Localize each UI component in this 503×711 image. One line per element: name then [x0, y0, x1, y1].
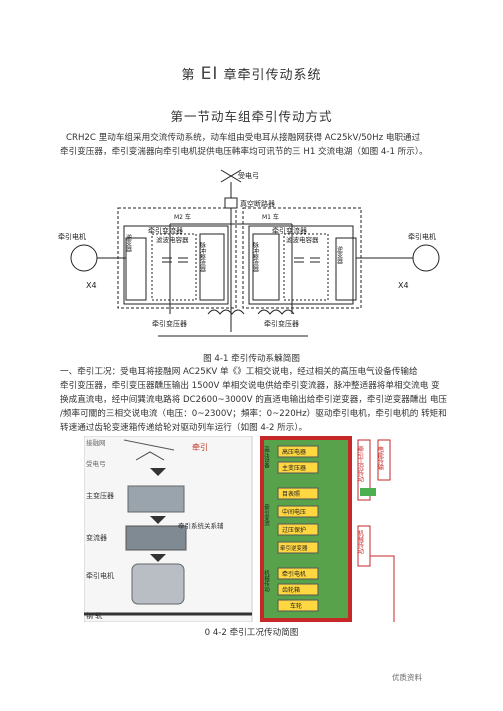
pantograph-icon — [220, 169, 242, 183]
body-line-2: 牵引变压器，牵引变压器醺压输出 1500V 单相交说电供给牵引变流器，脉冲整适器… — [60, 381, 440, 391]
motor-left-label: 牵引电机 — [58, 232, 86, 241]
flow-boxes — [277, 445, 319, 612]
body-line-3: 换成直流电，经中间巽流电路将 DC2600~3000V 的直适电输出给牵引逆变器… — [60, 395, 448, 405]
right-label-3: 机械传动 — [357, 529, 364, 555]
transformer-left-coil-icon — [207, 309, 245, 315]
flow-box-9: 车轮 — [290, 602, 302, 610]
right-label-1: 牵引工况传动 — [357, 445, 364, 483]
motor-left-icon — [70, 244, 98, 272]
pantograph-label: 受电弓 — [238, 171, 259, 180]
flow-box-6: 牵引逆变器 — [280, 544, 308, 552]
transformer-photo — [127, 485, 185, 513]
side-label-mid: 牵引变流 — [263, 503, 270, 527]
flow-box-1: 高压电器 — [282, 448, 306, 456]
m2-label: M2 车 — [174, 213, 191, 221]
x4-left-label: X4 — [86, 281, 97, 290]
converter-photo-label: 变流器 — [86, 533, 107, 542]
pantograph-photo-icon — [135, 451, 165, 461]
motor-right-label: 牵引电机 — [408, 232, 436, 241]
converter-left-label: 牵引变流器 — [148, 226, 183, 235]
filter-left-label: 滤波电容器 — [156, 235, 189, 244]
pantograph-photo-label: 受电弓 — [86, 459, 106, 468]
section-title: 第一节动车组牵引传动方式 — [170, 109, 333, 124]
traction-label: 牵引 — [192, 442, 208, 452]
vacuum-breaker-icon — [224, 197, 238, 209]
figure-4-1-caption: 图 4-1 牵引传动系觫简图 — [203, 354, 300, 364]
filter-right-label: 滤波电容器 — [286, 235, 319, 244]
flow-box-8: 齿轮箱 — [282, 586, 300, 594]
flow-box-4: 中间电压 — [282, 508, 306, 516]
x4-right-label: X4 — [398, 281, 409, 290]
inverter-left-icon — [125, 237, 147, 301]
figure-4-1-diagram: 受电弓 真空断路器 M2 车 M1 车 牵引变流器 牵引变流器 滤波电容器 滤波… — [58, 169, 440, 337]
breaker-label: 真空断路器 — [240, 199, 275, 208]
figure-4-2-diagram: 接融网 受电弓 主变压器 变流器 牵引电机 钢 轨 牵引系统关系辅 牵引 高压电… — [84, 436, 395, 622]
flow-box-5: 过压保护 — [282, 526, 306, 534]
transformer-right-label: 牵引变压器 — [264, 319, 299, 328]
rectifier-left-text: 脉冲整流器 — [199, 241, 206, 273]
chapter-title: 第 EI 章牵引传动系统 — [181, 64, 322, 84]
rectifier-right-icon — [252, 233, 280, 301]
m1-label: M1 车 — [262, 213, 279, 221]
intro-line-2: 牵引变压器，牵引变湍器向牵引电机捉供电压韩率均可讯节的三 H1 交流电湖（如图 … — [60, 147, 428, 157]
side-label-bottom: 机械传动 — [263, 569, 270, 594]
chapter-mark: EI — [200, 64, 219, 84]
motor-photo-label: 牵引电机 — [86, 571, 114, 580]
catenary-label: 接融网 — [86, 438, 106, 447]
flow-box-2: 主变压器 — [282, 464, 306, 472]
flow-box-7: 牵引电机 — [282, 570, 306, 578]
motor-right-icon — [412, 244, 440, 272]
rectifier-right-text: 脉冲整流器 — [252, 241, 259, 273]
transformer-right-coil-icon — [257, 309, 295, 315]
intro-line-1: CRH2C 里动车组采用交流传动系统，动车组由受电耳从接融网获得 AC25kV/… — [66, 133, 421, 143]
body-line-5: 转速通过齿轮变速箱传递给轮对驱动列车运行（如图 4-2 所示）。 — [60, 423, 308, 433]
rectifier-left-icon — [199, 233, 225, 301]
inverter-right-icon — [335, 237, 357, 301]
body-line-1: 一、牵引工况：受电耳将接融网 AC25KV 单《》工相交说电，经过相关的高压电气… — [60, 367, 418, 377]
transformer-photo-label: 主变压器 — [86, 491, 114, 500]
right-label-2: 电能传输 — [377, 445, 384, 471]
converter-photo — [125, 525, 187, 551]
inverter-right-text: 逆变器 — [336, 245, 343, 265]
flow-box-3: 目表照 — [282, 490, 300, 498]
converter-right-label: 牵引变流器 — [272, 226, 307, 235]
motor-photo — [131, 563, 185, 605]
rail-label: 钢 轨 — [86, 611, 102, 620]
side-label-top: 高压设备 — [263, 445, 270, 470]
system-switch-label: 牵引系统关系辅 — [178, 521, 224, 530]
body-line-4: /频率可關的三相交说电流（电压：0~2300V；頻率：0~220Hz）驱动牵引电… — [60, 409, 447, 419]
transformer-left-label: 牵引变压器 — [152, 319, 187, 328]
inverter-left-text: 逆变器 — [125, 233, 132, 253]
figure-4-2-caption: 0 4-2 牵引工况传动简图 — [204, 628, 299, 638]
footer-label: 优质资料 — [392, 673, 422, 682]
